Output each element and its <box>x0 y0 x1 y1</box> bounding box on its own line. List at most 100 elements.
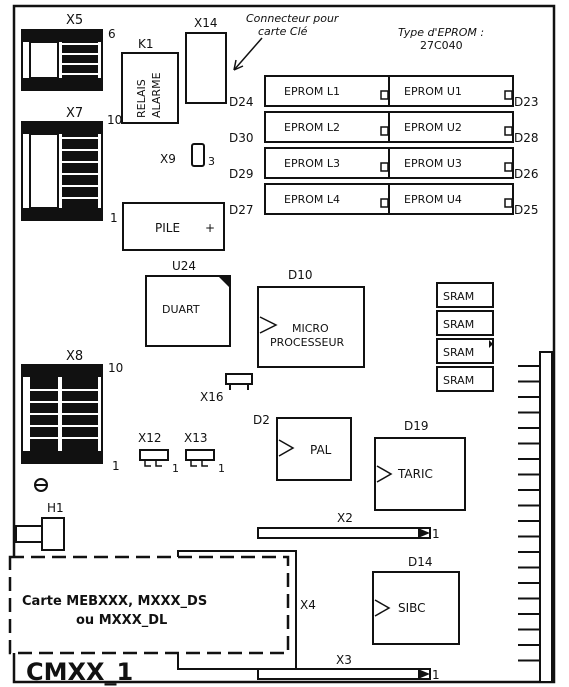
d14-label: D14 <box>408 555 433 569</box>
sram-label: SRAM <box>443 346 474 359</box>
mounting-hole-icon <box>34 478 48 492</box>
x2-pin-label: 1 <box>432 527 440 541</box>
x3-label: X3 <box>336 653 352 667</box>
eprom-type-line1: Type d'EPROM : <box>398 26 484 39</box>
x7-pin10-label: 10 <box>107 113 122 127</box>
connector-x5 <box>21 29 103 91</box>
edge-connector-right <box>518 351 553 683</box>
eprom-left-label: EPROM L3 <box>284 157 340 170</box>
x4-label: X4 <box>300 598 316 612</box>
x13-label: X13 <box>184 431 208 445</box>
eprom-notch-left <box>380 90 389 100</box>
x8-pin1-label: 1 <box>112 459 120 473</box>
daughter-card-outline <box>8 555 290 655</box>
microprocessor-chip <box>257 286 365 368</box>
x14-label: X14 <box>194 16 218 30</box>
connector-x14 <box>185 32 227 104</box>
eprom-left-label: EPROM L1 <box>284 85 340 98</box>
sram-chip <box>436 282 494 308</box>
sram-chip <box>436 366 494 392</box>
x12-label: X12 <box>138 431 162 445</box>
diode-left-label: D29 <box>229 167 254 181</box>
x7-label: X7 <box>66 106 83 121</box>
sibc-chip <box>372 571 460 645</box>
sram-label: SRAM <box>443 374 474 387</box>
connecteur-note-line1: Connecteur pour <box>246 12 340 25</box>
eprom-right-label: EPROM U3 <box>404 157 462 170</box>
diode-left-label: D27 <box>229 203 254 217</box>
connecteur-arrow <box>233 37 263 71</box>
eprom-right-label: EPROM U4 <box>404 193 462 206</box>
x7-pin1-label: 1 <box>110 211 118 225</box>
taric-label: TARIC <box>397 467 433 481</box>
eprom-notch-left <box>380 198 389 208</box>
connector-x3 <box>257 668 431 680</box>
x13-pin-label: 1 <box>218 462 225 475</box>
jumper-x13 <box>185 449 215 461</box>
eprom-left-label: EPROM L2 <box>284 121 340 134</box>
x9-label: X9 <box>160 152 176 166</box>
jumper-x16 <box>225 373 253 385</box>
jumper-x9 <box>191 143 205 167</box>
diode-right-label: D25 <box>514 203 539 217</box>
eprom-notch-right <box>504 162 513 172</box>
eprom-right-label: EPROM U1 <box>404 85 462 98</box>
eprom-notch-left <box>380 126 389 136</box>
diode-right-label: D23 <box>514 95 539 109</box>
pal-label: PAL <box>310 443 332 457</box>
connector-x8 <box>21 364 103 464</box>
k1-label: K1 <box>138 37 154 51</box>
jumper-x12 <box>139 449 169 461</box>
micro-label-line2: PROCESSEUR <box>270 336 345 349</box>
duart-label: DUART <box>162 303 200 316</box>
eprom-chip-right <box>388 75 514 107</box>
x3-pin-label: 1 <box>432 668 440 682</box>
sram-label: SRAM <box>443 318 474 331</box>
x5-pin-label: 6 <box>108 27 116 41</box>
x8-label: X8 <box>66 349 83 364</box>
eprom-chip-right <box>388 183 514 215</box>
eprom-notch-right <box>504 126 513 136</box>
eprom-type-line2: 27C040 <box>420 39 463 52</box>
x8-pin10-label: 10 <box>108 361 123 375</box>
eprom-notch-right <box>504 198 513 208</box>
u24-label: U24 <box>172 259 196 273</box>
daughter-card-line2: ou MXXX_DL <box>76 613 167 628</box>
diode-left-label: D30 <box>229 131 254 145</box>
diode-right-label: D28 <box>514 131 539 145</box>
eprom-notch-left <box>380 162 389 172</box>
relay-label-line1: RELAIS <box>135 79 148 118</box>
daughter-card-line1: Carte MEBXXX, MXXX_DS <box>22 594 207 609</box>
eprom-notch-right <box>504 90 513 100</box>
connecteur-note-line2: carte Clé <box>258 25 308 38</box>
connector-x7 <box>21 121 103 221</box>
x2-label: X2 <box>337 511 353 525</box>
diode-left-label: D24 <box>229 95 254 109</box>
relay-alarm <box>121 52 179 124</box>
pile-label: PILE <box>155 221 180 235</box>
sram-chip <box>436 310 494 336</box>
d2-label: D2 <box>253 413 270 427</box>
d10-label: D10 <box>288 268 313 282</box>
board-name: CMXX_1 <box>26 658 133 686</box>
d19-label: D19 <box>404 419 429 433</box>
relay-label-line2: ALARME <box>150 72 163 118</box>
h1-label: H1 <box>47 501 64 515</box>
eprom-chip-right <box>388 147 514 179</box>
x9-pin-label: 3 <box>208 155 215 168</box>
eprom-right-label: EPROM U2 <box>404 121 462 134</box>
x5-label: X5 <box>66 13 83 28</box>
pile-plus-label: + <box>205 221 215 235</box>
x16-label: X16 <box>200 390 224 404</box>
diode-right-label: D26 <box>514 167 539 181</box>
header-h1 <box>15 517 65 551</box>
duart-chip <box>145 275 231 347</box>
pal-chip <box>276 417 352 481</box>
eprom-left-label: EPROM L4 <box>284 193 340 206</box>
sibc-label: SIBC <box>398 601 426 615</box>
board-outline <box>12 4 556 684</box>
connector-x2 <box>257 527 431 539</box>
